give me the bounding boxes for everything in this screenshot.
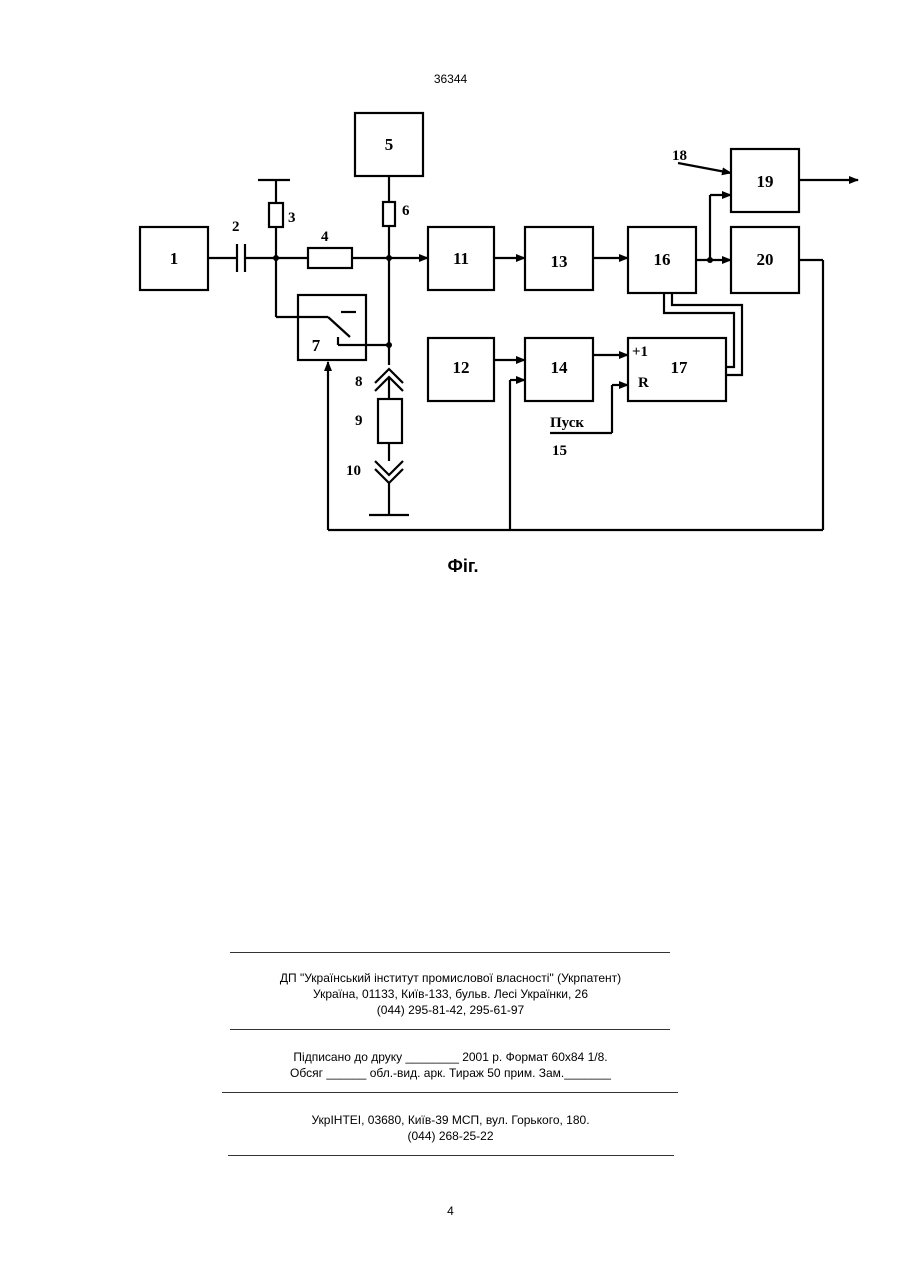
patent-number: 36344 bbox=[0, 72, 901, 86]
publisher-line-1: ДП "Український інститут промислової вла… bbox=[0, 970, 901, 986]
label-start: Пуск bbox=[550, 415, 584, 431]
label-block-12: 12 bbox=[453, 358, 470, 377]
resistor-6 bbox=[383, 202, 395, 226]
label-block-11: 11 bbox=[453, 249, 469, 268]
print-info: Підписано до друку ________ 2001 р. Форм… bbox=[0, 1049, 901, 1081]
label-contact-8: 8 bbox=[355, 374, 363, 390]
divider bbox=[230, 952, 670, 953]
label-block-17: 17 bbox=[671, 358, 689, 377]
label-block-20: 20 bbox=[757, 250, 774, 269]
label-resistor-9: 9 bbox=[355, 413, 363, 429]
label-reset: R bbox=[638, 375, 649, 391]
divider bbox=[228, 1155, 674, 1156]
label-block-7: 7 bbox=[312, 336, 321, 355]
print-info-line-2: Обсяг ______ обл.-вид. арк. Тираж 50 при… bbox=[0, 1065, 901, 1081]
publisher-info: ДП "Український інститут промислової вла… bbox=[0, 970, 901, 1018]
label-capacitor-2: 2 bbox=[232, 219, 240, 235]
label-input-18: 18 bbox=[672, 148, 687, 164]
page-number: 4 bbox=[0, 1204, 901, 1218]
label-resistor-3: 3 bbox=[288, 210, 296, 226]
label-plus-one: +1 bbox=[632, 344, 648, 360]
label-block-14: 14 bbox=[551, 358, 569, 377]
label-resistor-6: 6 bbox=[402, 203, 410, 219]
divider bbox=[222, 1092, 678, 1093]
divider bbox=[230, 1029, 670, 1030]
label-block-5: 5 bbox=[385, 135, 394, 154]
label-resistor-4: 4 bbox=[321, 229, 329, 245]
label-block-13: 13 bbox=[551, 252, 568, 271]
label-contact-10: 10 bbox=[346, 463, 361, 479]
resistor-4 bbox=[308, 248, 352, 268]
resistor-3 bbox=[269, 203, 283, 227]
block-7 bbox=[298, 295, 366, 360]
label-start-number: 15 bbox=[552, 443, 567, 459]
publisher-line-2: Україна, 01133, Київ-133, бульв. Лесі Ук… bbox=[0, 986, 901, 1002]
printer-line-2: (044) 268-25-22 bbox=[0, 1128, 901, 1144]
label-block-1: 1 bbox=[170, 249, 179, 268]
figure-caption: Фіг. bbox=[0, 556, 901, 577]
printer-line-1: УкрІНТЕІ, 03680, Київ-39 МСП, вул. Горьк… bbox=[0, 1112, 901, 1128]
print-info-line-1: Підписано до друку ________ 2001 р. Форм… bbox=[0, 1049, 901, 1065]
printer-info: УкрІНТЕІ, 03680, Київ-39 МСП, вул. Горьк… bbox=[0, 1112, 901, 1144]
publisher-line-3: (044) 295-81-42, 295-61-97 bbox=[0, 1002, 901, 1018]
block-diagram: 1 5 7 11 12 13 14 16 17 19 20 2 3 4 6 8 … bbox=[130, 105, 870, 540]
label-block-19: 19 bbox=[757, 172, 774, 191]
resistor-9 bbox=[378, 399, 402, 443]
label-block-16: 16 bbox=[654, 250, 671, 269]
